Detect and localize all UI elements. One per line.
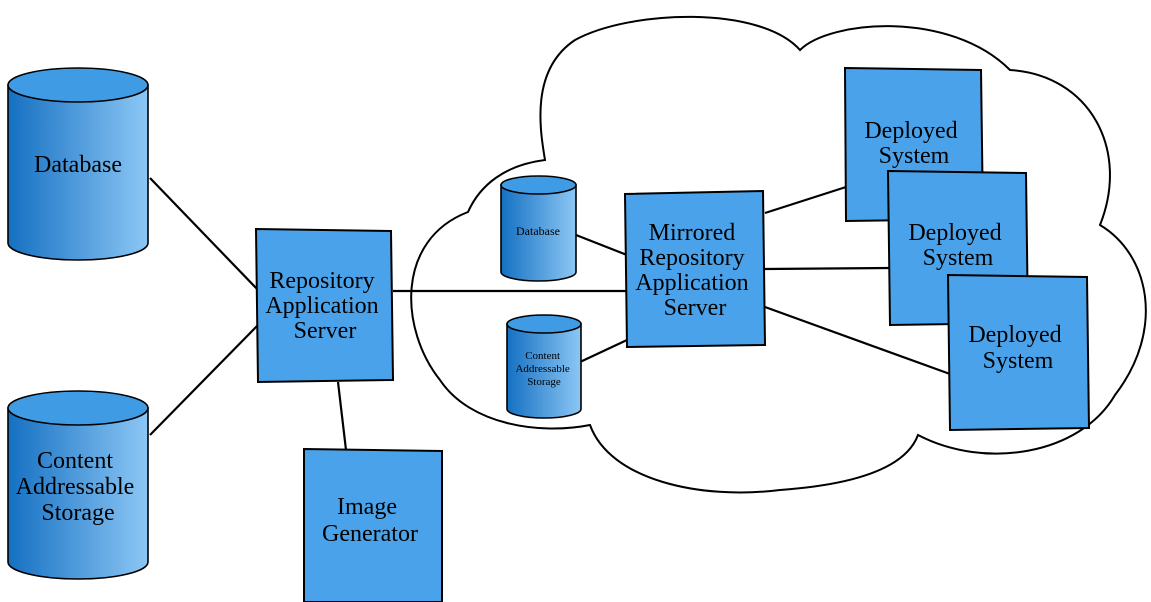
deployed-system-2-label: Deployed System [908, 220, 1007, 271]
mirror-to-deployed-1-connector [764, 185, 847, 215]
mirrored-server-label: Mirrored Repository Application Server [635, 220, 754, 321]
database-cylinder: Database [7, 67, 149, 261]
repository-server-box: Repository Application Server [254, 227, 395, 384]
database-label: Database [34, 152, 122, 178]
db-to-repo-connector [149, 177, 259, 291]
cloud-content-storage-label: Content Addressable Storage [515, 350, 572, 388]
cas-to-repo-connector [149, 324, 259, 436]
image-generator-box: Image Generator [303, 447, 443, 602]
repo-to-image-generator-connector [336, 381, 348, 451]
cloud-content-storage-cylinder: Content Addressable Storage [506, 314, 582, 419]
content-storage-label: Content Addressable Storage [16, 448, 141, 526]
cloud-cas-to-mirror-connector [579, 339, 628, 363]
deployed-system-3-box: Deployed System [946, 273, 1091, 432]
deployed-system-3-label: Deployed System [968, 322, 1067, 374]
image-generator-label: Image Generator [322, 494, 418, 547]
cloud-db-to-mirror-connector [575, 233, 628, 257]
deployed-system-1-label: Deployed System [864, 118, 963, 169]
cloud-database-label: Database [516, 224, 560, 238]
repository-server-label: Repository Application Server [265, 268, 384, 344]
mirrored-server-box: Mirrored Repository Application Server [623, 189, 767, 349]
cloud-database-cylinder: Database [500, 175, 577, 282]
mirror-to-deployed-2-connector [764, 266, 891, 271]
content-storage-cylinder: Content Addressable Storage [7, 390, 149, 580]
mirror-to-deployed-3-connector [764, 305, 951, 376]
